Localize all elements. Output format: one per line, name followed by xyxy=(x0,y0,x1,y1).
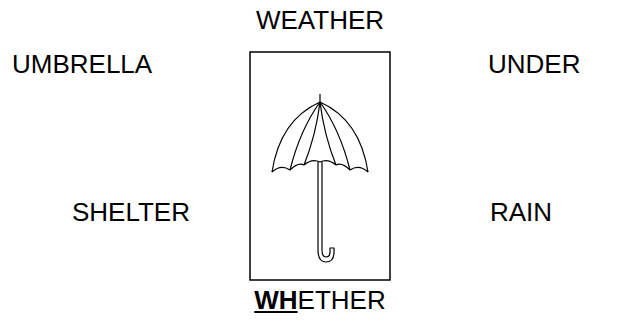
top-word: WEATHER xyxy=(256,6,384,35)
bottom-word: WHETHER xyxy=(254,286,385,315)
word: SHELTER xyxy=(72,198,190,227)
word: UNDER xyxy=(488,50,580,79)
picture-frame xyxy=(250,52,390,280)
umbrella-symbol xyxy=(272,94,368,262)
word: RAIN xyxy=(490,198,552,227)
word-part: WH xyxy=(254,286,297,315)
word: UMBRELLA xyxy=(12,50,152,79)
word-part: ETHER xyxy=(298,286,386,315)
